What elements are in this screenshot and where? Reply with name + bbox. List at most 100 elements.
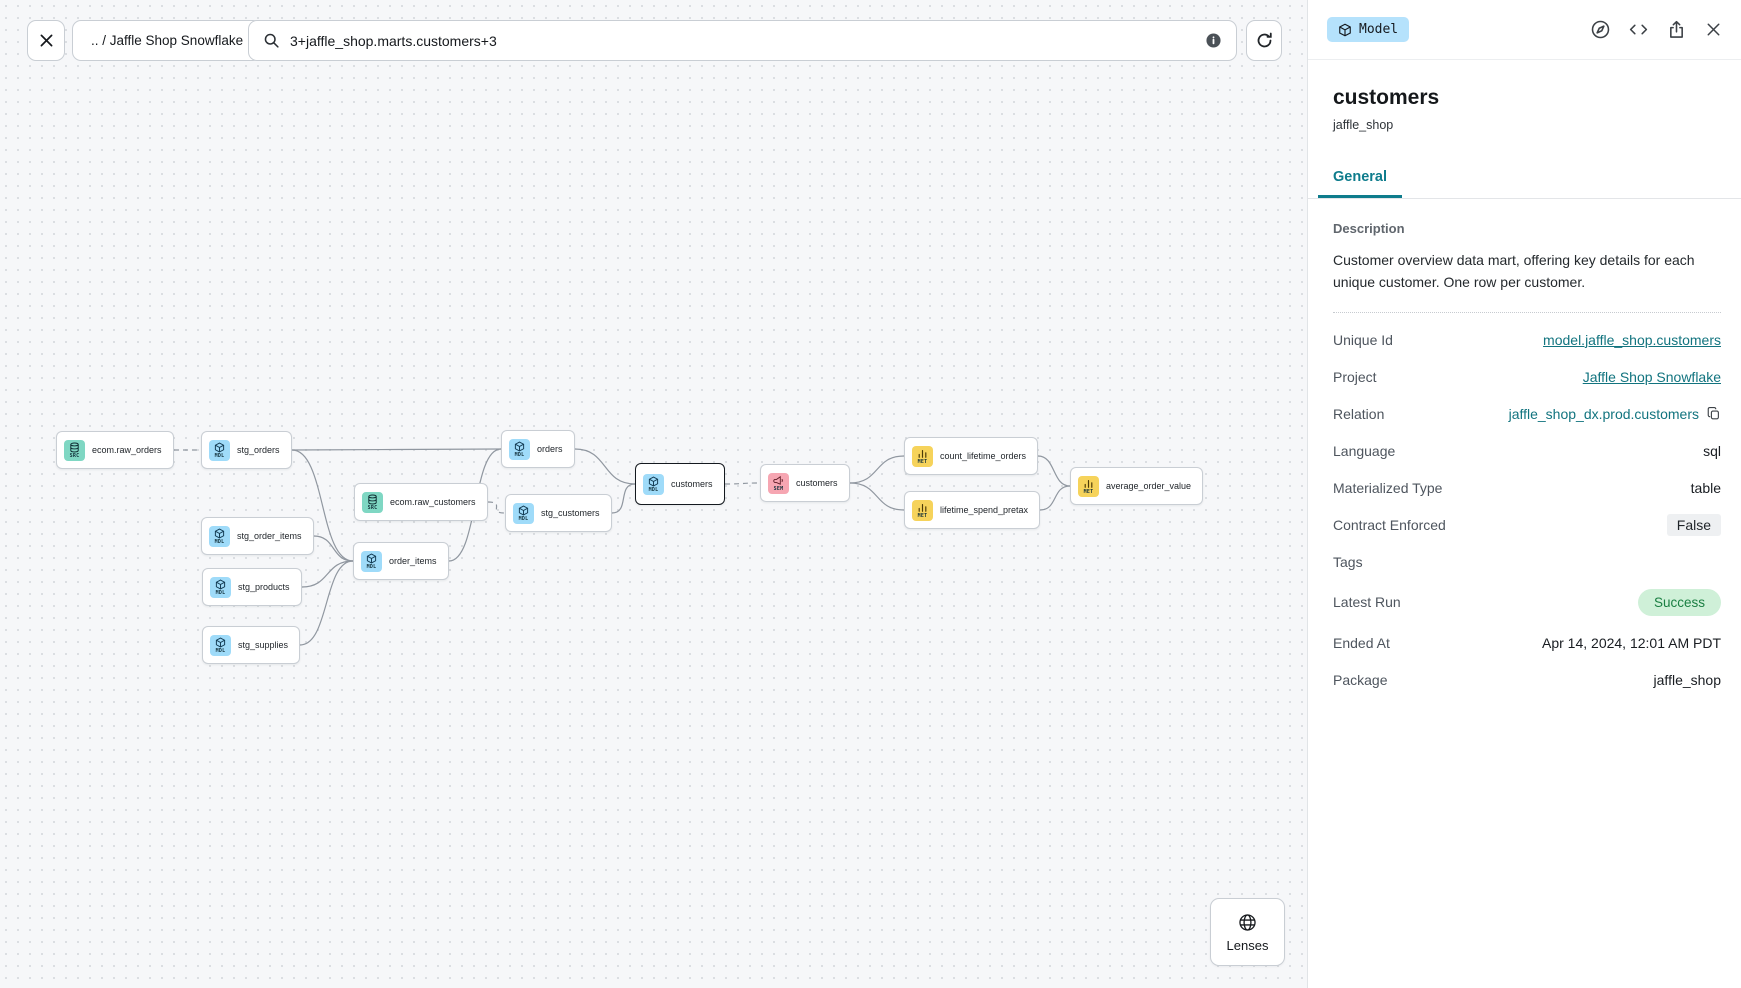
tab-general[interactable]: General [1318,160,1402,198]
search-input[interactable] [290,32,1195,49]
info-icon[interactable] [1205,32,1222,49]
node-label: stg_orders [237,445,280,455]
details-panel: Model customers jaffle_shop [1307,0,1741,988]
code-icon [1629,24,1648,35]
node-label: stg_products [238,582,290,592]
detail-row-tags: Tags [1333,543,1721,580]
description-label: Description [1333,221,1405,236]
row-link[interactable]: model.jaffle_shop.customers [1543,331,1721,348]
cube-icon: MDL [210,634,231,656]
database-icon: SRC [64,439,85,461]
row-label: Materialized Type [1333,479,1443,496]
node-label: customers [796,478,838,488]
row-link[interactable]: jaffle_shop_dx.prod.customers [1508,405,1699,422]
row-label: Ended At [1333,634,1390,651]
lenses-label: Lenses [1226,937,1269,953]
resource-type-label: Model [1359,22,1399,37]
bar-chart-icon: MET [912,499,933,521]
row-value: Apr 14, 2024, 12:01 AM PDT [1542,634,1721,651]
panel-tabs: General [1308,160,1741,199]
node-label: ecom.raw_customers [390,497,476,507]
graph-node-customers_sem[interactable]: SEM customers [760,464,850,502]
bar-chart-icon: MET [1078,475,1099,497]
cube-icon: MDL [209,439,230,461]
package-subtitle: jaffle_shop [1333,118,1394,132]
contract-badge: False [1666,513,1721,536]
close-icon [1707,23,1720,36]
breadcrumb-label: .. / Jaffle Shop Snowflake [91,33,244,48]
lineage-edges [173,448,1071,646]
detail-row-contract-enforced: Contract Enforced False [1333,506,1721,543]
lenses-button[interactable]: Lenses [1210,898,1285,966]
lineage-search [248,20,1237,61]
node-label: count_lifetime_orders [940,451,1027,461]
close-panel-button[interactable] [1704,20,1723,39]
graph-node-customers[interactable]: MDL customers [635,463,725,505]
row-label: Project [1333,368,1377,385]
divider [1333,312,1721,314]
graph-node-stg_orders[interactable]: MDL stg_orders [201,431,292,469]
graph-node-lifetime_spend_pretax[interactable]: MET lifetime_spend_pretax [904,491,1041,529]
detail-row-latest-run: Latest Run Success [1333,580,1721,624]
cube-icon [1339,23,1351,36]
row-label: Contract Enforced [1333,516,1446,533]
refresh-lineage-button[interactable] [1246,20,1282,61]
resource-type-badge: Model [1327,17,1410,42]
row-link[interactable]: Jaffle Shop Snowflake [1582,368,1721,385]
cube-icon: MDL [509,438,530,460]
node-label: customers [671,479,713,489]
row-value: sql [1703,442,1721,459]
node-label: stg_order_items [237,531,302,541]
detail-row-package: Package jaffle_shop [1333,661,1721,698]
graph-node-order_items[interactable]: MDL order_items [353,542,449,580]
graph-node-orders[interactable]: MDL orders [501,430,575,468]
view-code-button[interactable] [1628,19,1649,40]
page-title: customers [1333,86,1440,109]
graph-node-ecom_raw_customers[interactable]: SRC ecom.raw_customers [354,483,488,521]
panel-header: Model [1308,0,1741,60]
row-value: jaffle_shop [1653,671,1721,688]
megaphone-icon: SEM [768,472,789,494]
cube-icon: MDL [361,550,382,572]
detail-row-ended-at: Ended At Apr 14, 2024, 12:01 AM PDT [1333,624,1721,661]
node-label: ecom.raw_orders [92,445,162,455]
detail-row-language: Language sql [1333,432,1721,469]
detail-row-materialized-type: Materialized Type table [1333,469,1721,506]
explore-button[interactable] [1590,19,1611,40]
node-label: orders [537,444,563,454]
breadcrumb[interactable]: .. / Jaffle Shop Snowflake [72,20,263,61]
refresh-icon [1257,32,1272,48]
detail-row-unique-id: Unique Id model.jaffle_shop.customers [1333,321,1721,358]
graph-node-count_lifetime_orders[interactable]: MET count_lifetime_orders [904,437,1039,475]
cube-icon: MDL [643,473,664,495]
globe-icon [1239,913,1256,931]
row-label: Unique Id [1333,331,1393,348]
copy-icon[interactable] [1706,406,1721,421]
node-label: stg_customers [541,508,600,518]
row-label: Language [1333,442,1396,459]
graph-node-stg_customers[interactable]: MDL stg_customers [505,494,612,532]
status-badge: Success [1637,588,1721,616]
graph-node-average_order_value[interactable]: MET average_order_value [1070,467,1204,505]
close-lineage-button[interactable] [27,20,65,61]
node-label: lifetime_spend_pretax [940,505,1029,515]
row-label: Package [1333,671,1388,688]
bar-chart-icon: MET [912,445,933,467]
share-icon [1670,20,1683,38]
node-label: average_order_value [1106,481,1192,491]
description-text: Customer overview data mart, offering ke… [1333,252,1695,291]
row-label: Latest Run [1333,594,1401,611]
database-icon: SRC [362,491,383,513]
row-value: table [1690,479,1721,496]
graph-node-ecom_raw_orders[interactable]: SRC ecom.raw_orders [56,431,174,469]
share-button[interactable] [1666,19,1687,40]
cube-icon: MDL [513,502,534,524]
node-label: order_items [389,556,437,566]
